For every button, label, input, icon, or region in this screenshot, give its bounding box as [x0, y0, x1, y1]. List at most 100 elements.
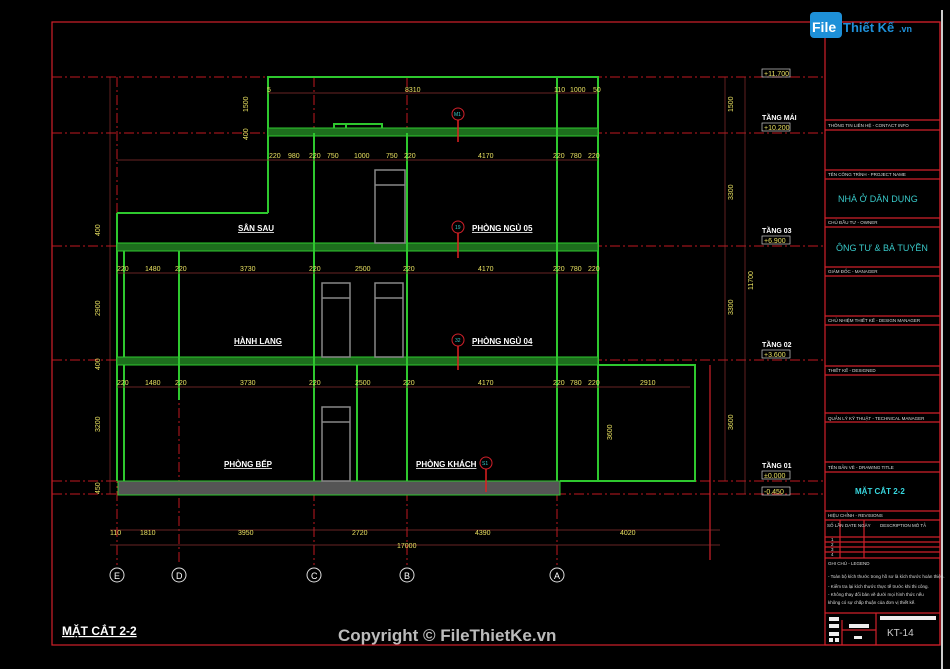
svg-text:400: 400	[95, 358, 102, 370]
svg-text:+3.600: +3.600	[764, 352, 786, 359]
svg-text:220: 220	[117, 380, 129, 387]
svg-text:1810: 1810	[140, 530, 156, 537]
svg-text:TÊN CÔNG TRÌNH - PROJECT NAME: TÊN CÔNG TRÌNH - PROJECT NAME	[828, 170, 906, 177]
svg-text:ÔNG TƯ & BÀ TUYỀN: ÔNG TƯ & BÀ TUYỀN	[836, 243, 928, 253]
svg-text:780: 780	[570, 380, 582, 387]
svg-text:750: 750	[327, 153, 339, 160]
svg-text:A: A	[554, 571, 560, 581]
svg-text:220: 220	[553, 380, 565, 387]
svg-text:1500: 1500	[728, 96, 735, 112]
svg-text:4020: 4020	[620, 530, 636, 537]
svg-text:GHI CHÚ - LEGEND: GHI CHÚ - LEGEND	[828, 560, 870, 566]
dimension-lines	[109, 77, 746, 546]
svg-text:17000: 17000	[397, 543, 417, 550]
svg-text:1000: 1000	[570, 87, 586, 94]
svg-text:- Không thay đổi bản vẽ dưới m: - Không thay đổi bản vẽ dưới mọi hình th…	[828, 591, 924, 597]
svg-text:.vn: .vn	[899, 24, 912, 34]
svg-text:220: 220	[588, 380, 600, 387]
dim-vertical-left: 1500 400 400 2900 400 3200 450	[95, 96, 250, 494]
doors	[321, 169, 406, 482]
svg-text:3950: 3950	[238, 530, 254, 537]
svg-text:2500: 2500	[355, 380, 371, 387]
svg-text:Thiết Kế: Thiết Kế	[843, 20, 895, 35]
svg-text:SÂN SAU: SÂN SAU	[238, 224, 274, 233]
svg-text:4: 4	[831, 552, 834, 557]
svg-text:8310: 8310	[405, 87, 421, 94]
svg-text:CHỦ NHIỆM THIẾT KẾ - DESIGN MA: CHỦ NHIỆM THIẾT KẾ - DESIGN MANAGER	[828, 316, 921, 323]
dim-vertical-right: 1500 3300 3300 3600 11700 3600	[607, 96, 755, 440]
svg-text:PHÒNG NGỦ 05: PHÒNG NGỦ 05	[472, 224, 533, 233]
svg-text:2: 2	[831, 542, 834, 547]
svg-text:+11.700: +11.700	[764, 71, 789, 78]
svg-text:GIÁM ĐỐC - MANAGER: GIÁM ĐỐC - MANAGER	[828, 268, 878, 274]
svg-text:- Toàn bộ kích thước trong hồ: - Toàn bộ kích thước trong hồ sơ là kích…	[828, 574, 945, 579]
svg-text:B: B	[404, 571, 410, 581]
svg-text:TẦNG 03: TẦNG 03	[762, 225, 792, 235]
svg-text:5: 5	[267, 87, 271, 94]
svg-text:HÀNH LANG: HÀNH LANG	[234, 337, 282, 346]
svg-text:M1: M1	[454, 112, 461, 118]
section-tags: M1 19 32 S1	[451, 107, 493, 492]
svg-text:NHÀ Ở DÂN DỤNG: NHÀ Ở DÂN DỤNG	[838, 193, 918, 204]
svg-text:11700: 11700	[748, 271, 755, 290]
dim-roof-row: 220 980 220 750 1000 750 220 4170 220 78…	[269, 153, 600, 160]
svg-text:TẦNG 01: TẦNG 01	[762, 460, 792, 470]
section-walls	[116, 76, 696, 496]
svg-text:D: D	[176, 571, 183, 581]
svg-text:TÊN BẢN VẼ - DRAWING TITLE: TÊN BẢN VẼ - DRAWING TITLE	[828, 463, 894, 470]
title-block: THÔNG TIN LIÊN HỆ - CONTACT INFO TÊN CÔN…	[824, 21, 945, 646]
svg-text:220: 220	[175, 380, 187, 387]
svg-text:750: 750	[386, 153, 398, 160]
svg-text:1: 1	[831, 537, 834, 542]
svg-text:PHÒNG BẾP: PHÒNG BẾP	[224, 459, 273, 469]
svg-text:32: 32	[455, 338, 461, 344]
svg-text:-0.450: -0.450	[764, 489, 784, 496]
svg-text:MẶT CẮT 2-2: MẶT CẮT 2-2	[855, 487, 905, 496]
svg-text:2910: 2910	[640, 380, 656, 387]
svg-text:E: E	[114, 571, 120, 581]
svg-text:THÔNG TIN LIÊN HỆ - CONTACT IN: THÔNG TIN LIÊN HỆ - CONTACT INFO	[828, 121, 909, 128]
svg-text:220: 220	[269, 153, 281, 160]
svg-text:THIẾT KẾ - DESIGNED: THIẾT KẾ - DESIGNED	[828, 367, 876, 373]
svg-text:3600: 3600	[728, 414, 735, 430]
svg-text:không có sự chấp thuận của đơn: không có sự chấp thuận của đơn vị thiết …	[828, 599, 916, 605]
svg-text:980: 980	[288, 153, 300, 160]
svg-text:±0.000: ±0.000	[764, 473, 785, 480]
svg-text:4170: 4170	[478, 153, 494, 160]
svg-text:DESCRIPTION MÔ TẢ: DESCRIPTION MÔ TẢ	[880, 522, 926, 528]
svg-text:+10.200: +10.200	[764, 125, 790, 132]
svg-text:220: 220	[117, 266, 129, 273]
svg-text:2720: 2720	[352, 530, 368, 537]
svg-text:File: File	[812, 19, 836, 35]
svg-text:3200: 3200	[95, 416, 102, 432]
dim-bottom-row: 110 1810 3950 2720 4390 4020 17000	[110, 530, 636, 550]
svg-text:2500: 2500	[355, 266, 371, 273]
svg-text:4170: 4170	[478, 380, 494, 387]
svg-text:220: 220	[553, 153, 565, 160]
filethietke-logo: File Thiết Kế .vn	[810, 12, 912, 38]
svg-text:780: 780	[570, 266, 582, 273]
svg-text:3730: 3730	[240, 380, 256, 387]
svg-text:1000: 1000	[354, 153, 370, 160]
svg-text:- Kiểm tra lại kích thước thực: - Kiểm tra lại kích thước thực tế trước …	[828, 583, 929, 589]
svg-text:220: 220	[309, 153, 321, 160]
svg-text:220: 220	[588, 153, 600, 160]
svg-text:+6.900: +6.900	[764, 238, 786, 245]
axis-bubbles: E D C B A	[109, 567, 565, 583]
svg-text:SỐ LẦN: SỐ LẦN	[827, 522, 844, 528]
svg-text:1480: 1480	[145, 380, 161, 387]
drawing-frame	[51, 21, 941, 646]
svg-text:PHÒNG KHÁCH: PHÒNG KHÁCH	[416, 460, 477, 469]
svg-text:TẦNG MÁI: TẦNG MÁI	[762, 112, 797, 122]
dim-floor2-row: 220 1480 220 3730 220 2500 220 4170 220 …	[117, 380, 656, 387]
svg-text:110: 110	[110, 530, 121, 537]
svg-text:220: 220	[553, 266, 565, 273]
svg-text:4390: 4390	[475, 530, 491, 537]
svg-text:3600: 3600	[607, 424, 614, 440]
svg-text:HIỆU CHỈNH - REVISIONS: HIỆU CHỈNH - REVISIONS	[828, 511, 883, 518]
svg-text:220: 220	[404, 153, 416, 160]
drawing-title: MẶT CẮT 2-2	[62, 623, 137, 638]
svg-text:TẦNG 02: TẦNG 02	[762, 339, 792, 349]
svg-text:19: 19	[455, 225, 461, 231]
